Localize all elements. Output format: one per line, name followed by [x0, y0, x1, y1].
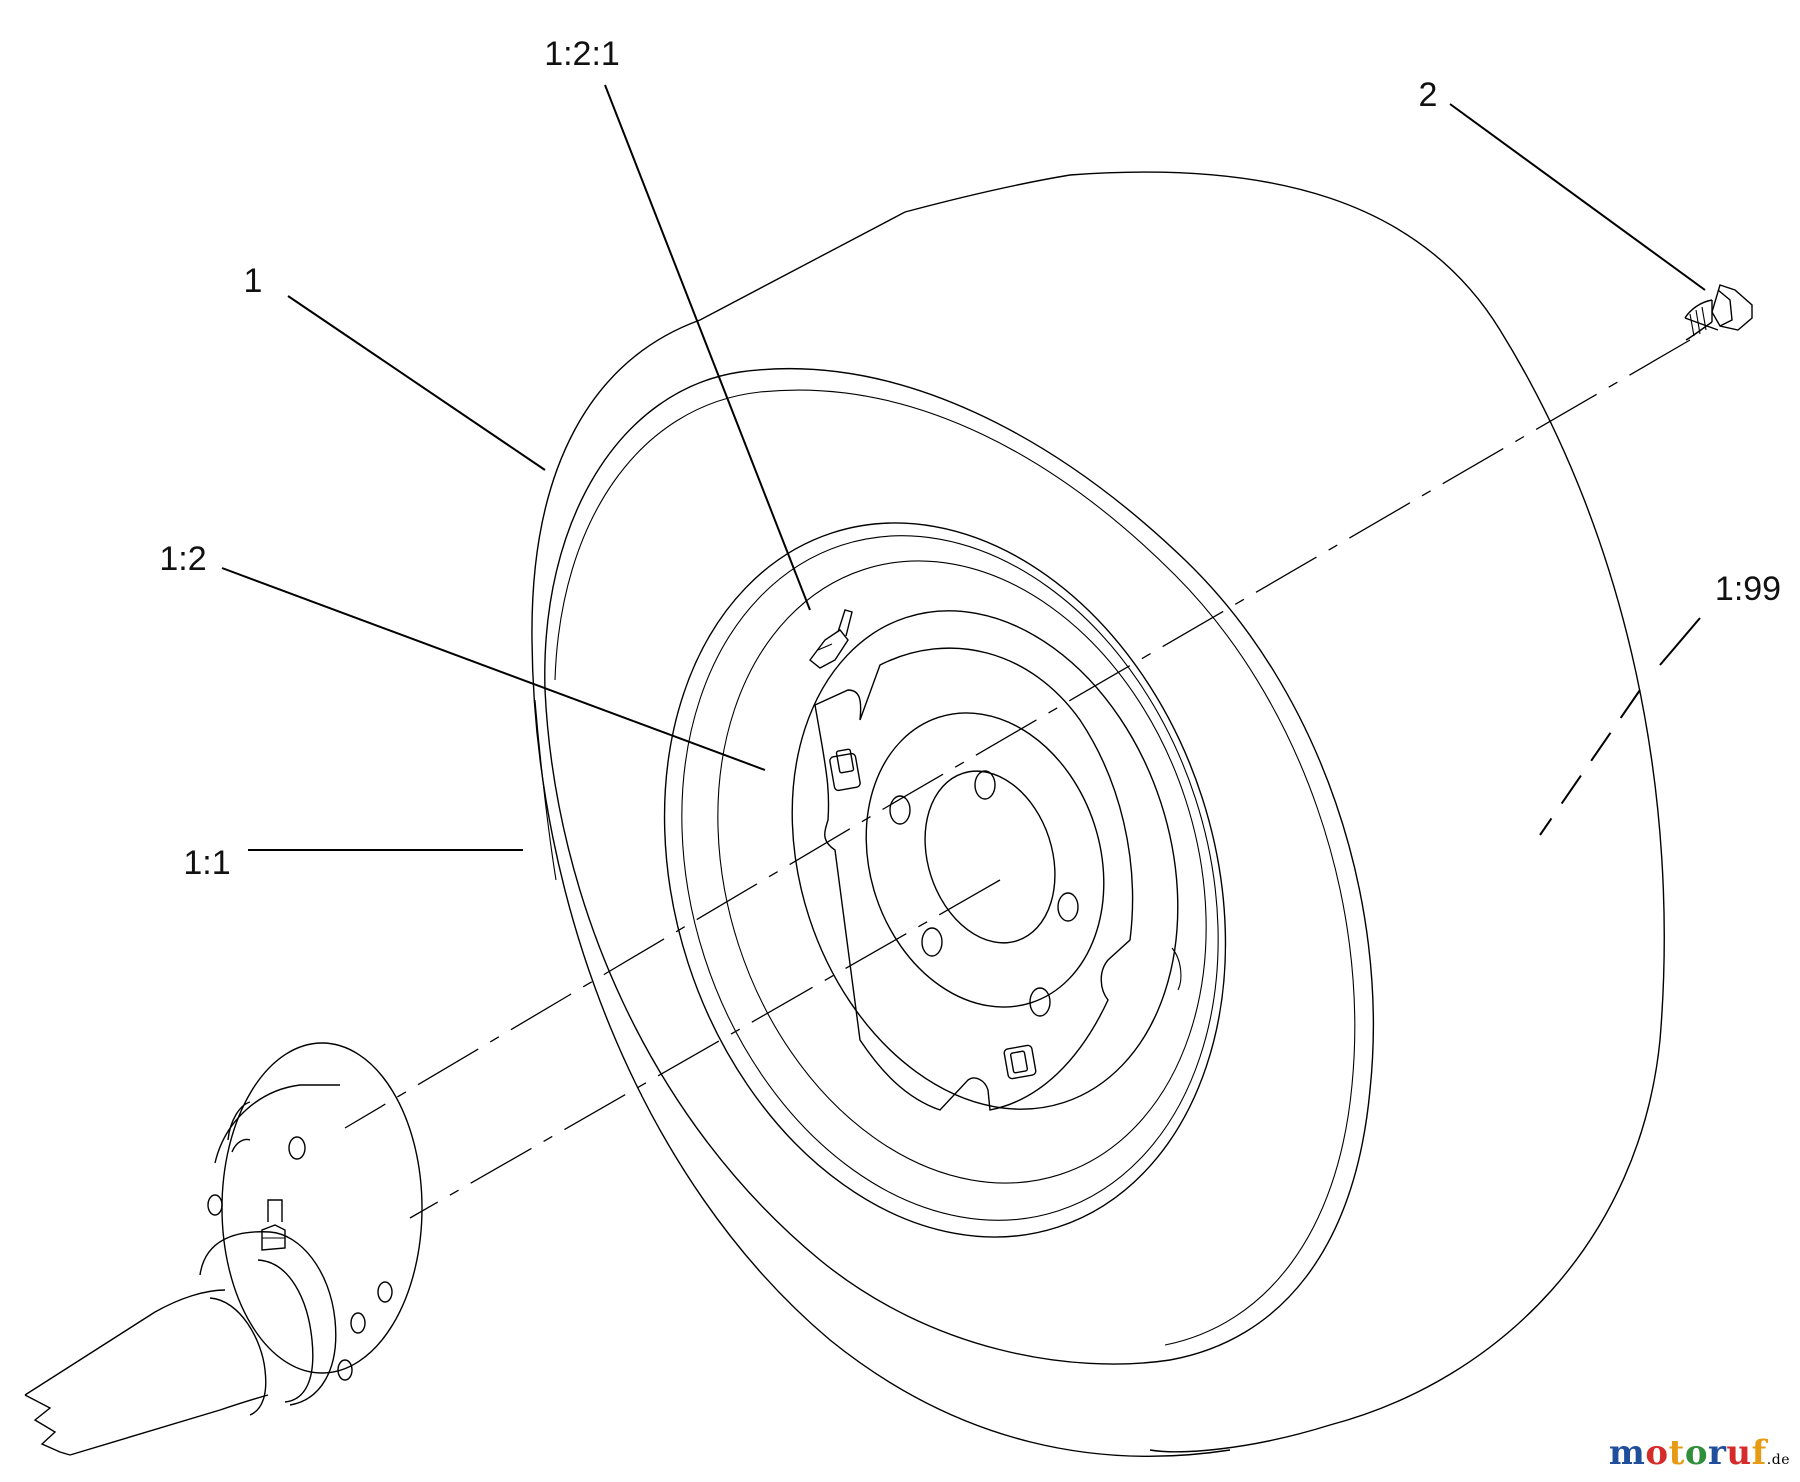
center-plate: [814, 647, 1182, 1111]
valve-stem: [809, 609, 853, 669]
watermark-letter: t: [1668, 1433, 1685, 1473]
hub-and-axle: [24, 1042, 423, 1456]
callout-1-1: 1:1: [183, 844, 230, 882]
watermark-letter: o: [1645, 1433, 1669, 1473]
watermark-letter: m: [1608, 1433, 1646, 1473]
wheel-rim: [663, 522, 1227, 1238]
callout-2: 2: [1419, 76, 1438, 114]
watermark-letter: r: [1708, 1433, 1727, 1473]
lug-bolt: [1684, 284, 1753, 341]
assembly-center-lines: [344, 339, 1691, 1219]
watermark-logo: motoruf.de: [1609, 1433, 1790, 1473]
callout-1: 1: [244, 262, 263, 300]
watermark-letter: u: [1726, 1433, 1752, 1473]
tire: [531, 171, 1665, 1457]
leader-lines: [221, 84, 1706, 851]
watermark-letter: f: [1751, 1433, 1767, 1473]
watermark-letter: o: [1684, 1433, 1708, 1473]
callout-1-99: 1:99: [1715, 570, 1781, 608]
watermark-tld: .de: [1766, 1452, 1790, 1468]
callout-1-2: 1:2: [159, 540, 206, 578]
callout-1-2-1: 1:2:1: [544, 35, 620, 73]
